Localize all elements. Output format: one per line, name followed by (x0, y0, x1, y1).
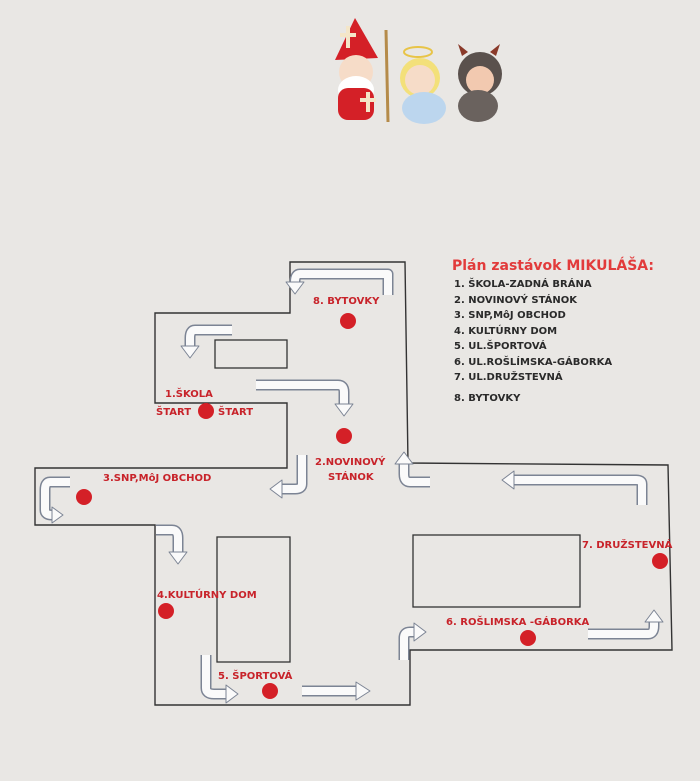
legend-item: 4. KULTÚRNY DOM (454, 325, 558, 337)
stop-label-sportova: 5. ŠPORTOVÁ (218, 669, 293, 682)
building-block (214, 339, 288, 369)
stop-marker-skola (198, 403, 214, 419)
building-block (412, 534, 581, 608)
stop-label-bytovky: 8. BYTOVKY (313, 296, 380, 307)
stop-markers (76, 313, 668, 699)
stop-label-skola: 1.ŠKOLA (165, 387, 213, 400)
stop-label-novinovy: STÁNOK (328, 470, 375, 483)
stop-marker-bytovky (340, 313, 356, 329)
stop-label-druzstevna: 7. DRUŽSTEVNÁ (582, 538, 673, 551)
stop-label-kulturny: 4.KULTÚRNY DOM (157, 588, 257, 601)
direction-arrow-icon (256, 379, 354, 417)
mikulas-illustration (335, 18, 502, 124)
legend-item: 7. UL.DRUŽSTEVNÁ (454, 372, 563, 383)
direction-arrow-icon (180, 324, 232, 359)
stop-marker-snp (76, 489, 92, 505)
stop-marker-druzstevna (652, 553, 668, 569)
direction-arrow-icon (302, 681, 371, 701)
stop-label-snp: 3.SNP,MôJ OBCHOD (103, 472, 211, 484)
saint-nicholas-figure (335, 18, 390, 123)
legend-title: Plán zastávok MIKULÁŠA: (452, 258, 654, 274)
stop-marker-kulturny (158, 603, 174, 619)
direction-arrow-icon (200, 655, 239, 704)
direction-arrow-icon (394, 451, 430, 488)
direction-arrow-icon (285, 268, 394, 295)
stop-marker-sportova (262, 683, 278, 699)
route-arrows (39, 268, 664, 704)
direction-arrow-icon (398, 622, 427, 660)
stop-marker-novinovy (336, 428, 352, 444)
direction-arrow-icon (588, 609, 664, 640)
legend-item: 6. UL.ROŠLÍMSKA-GÁBORKA (454, 356, 613, 368)
road-outline (34, 261, 673, 706)
legend-item: 1. ŠKOLA-ZADNÁ BRÁNA (454, 279, 592, 290)
stops-legend: Plán zastávok MIKULÁŠA: 1. ŠKOLA-ZADNÁ B… (452, 258, 654, 406)
building-block (216, 536, 291, 663)
legend-item: 5. UL.ŠPORTOVÁ (454, 341, 547, 352)
direction-arrow-icon (269, 455, 308, 499)
stop-label-start: ŠTART (218, 405, 253, 418)
angel-figure (400, 46, 446, 124)
devil-figure (458, 44, 502, 122)
legend-item: 8. BYTOVKY (454, 392, 521, 404)
stop-marker-roslimska (520, 630, 536, 646)
direction-arrow-icon (156, 524, 188, 565)
stop-label-start: ŠTART (156, 405, 191, 418)
stop-label-roslimska: 6. ROŠLIMSKA -GÁBORKA (446, 615, 590, 628)
legend-item: 2. NOVINOVÝ STÁNOK (454, 294, 577, 306)
direction-arrow-icon (501, 470, 648, 505)
stop-label-novinovy: 2.NOVINOVÝ (315, 455, 386, 468)
legend-item: 3. SNP,MôJ OBCHOD (454, 310, 566, 321)
direction-arrow-icon (39, 476, 70, 524)
